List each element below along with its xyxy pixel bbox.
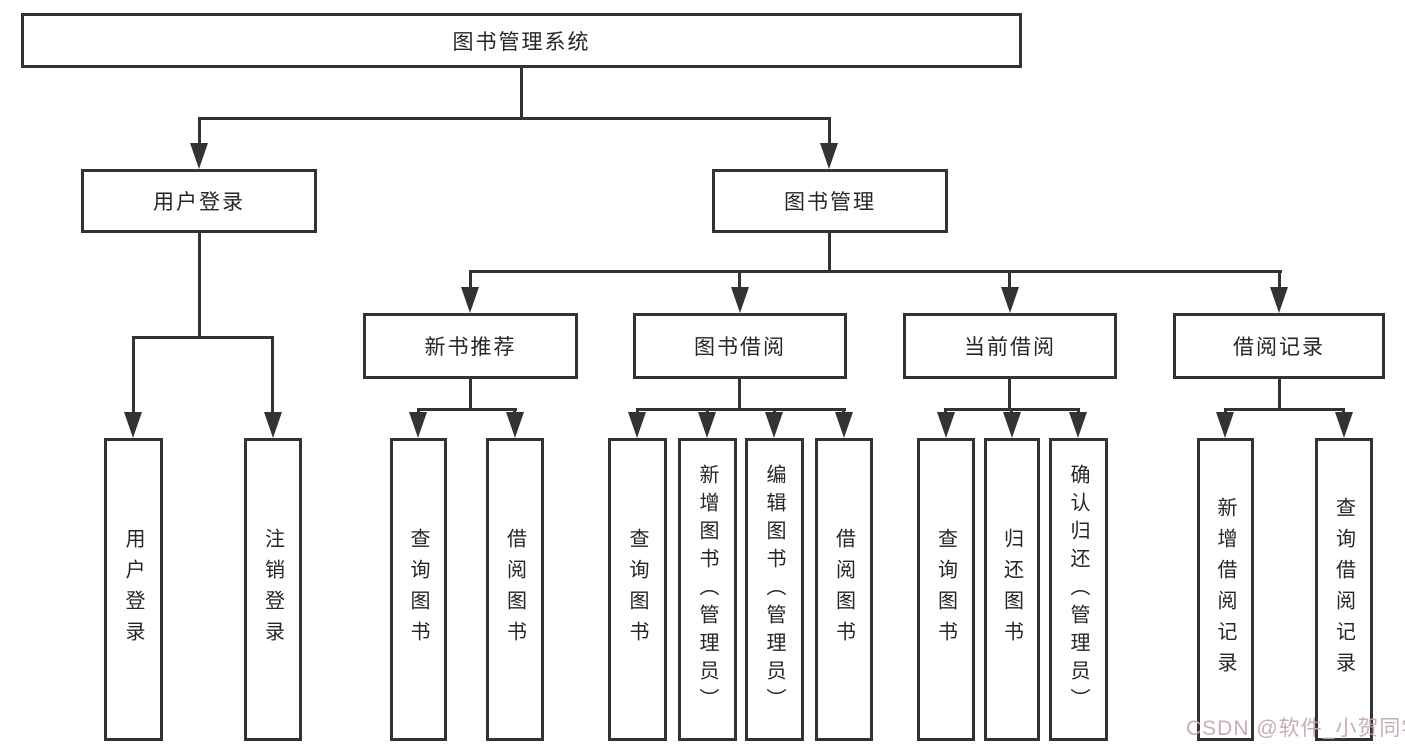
connector-to-borrow-record — [1278, 270, 1281, 289]
connector-user-login-stem — [198, 233, 201, 336]
leaf-return-books-label: 归还图书 — [1000, 527, 1023, 652]
leaf-add-books-admin: 新增图书（管理员） — [678, 438, 737, 741]
leaf-user-login: 用户登录 — [104, 438, 163, 741]
connector-to-new-book-recommend — [469, 270, 472, 289]
leaf-query-books-current-label: 查询图书 — [934, 527, 957, 652]
arrow-down-icon — [698, 412, 716, 438]
arrow-down-icon — [1335, 412, 1353, 438]
leaf-borrow-books-label: 借阅图书 — [832, 527, 855, 652]
arrow-down-icon — [731, 287, 749, 313]
leaf-query-books-recommend-label: 查询图书 — [407, 527, 429, 652]
leaf-add-books-admin-label: 新增图书（管理员） — [696, 463, 718, 716]
node-current-borrow-label: 当前借阅 — [964, 336, 1056, 359]
connector-to-book-management — [828, 117, 831, 145]
arrow-down-icon — [1270, 287, 1288, 313]
node-user-login: 用户登录 — [81, 169, 317, 233]
node-book-management-label: 图书管理 — [784, 191, 876, 214]
connector-current-borrow-stem — [1008, 379, 1011, 408]
leaf-edit-books-admin: 编辑图书（管理员） — [745, 438, 804, 741]
arrow-down-icon — [765, 412, 783, 438]
root-node: 图书管理系统 — [21, 13, 1022, 68]
leaf-query-books-borrow: 查询图书 — [608, 438, 667, 741]
arrow-down-icon — [1003, 412, 1021, 438]
connector-to-user-login — [198, 117, 201, 145]
csdn-watermark: CSDN @软件_小贺同学 — [1186, 717, 1405, 740]
connector-to-book-borrow — [738, 270, 741, 289]
connector-book-borrow-branch — [636, 408, 846, 411]
node-new-book-recommend-label: 新书推荐 — [424, 336, 517, 359]
arrow-down-icon — [628, 412, 646, 438]
connector-to-leaf-login — [132, 336, 135, 414]
arrow-down-icon — [124, 412, 142, 438]
arrow-down-icon — [506, 412, 524, 438]
leaf-add-borrow-record: 新增借阅记录 — [1197, 438, 1254, 741]
arrow-down-icon — [1001, 287, 1019, 313]
leaf-add-borrow-record-label: 新增借阅记录 — [1214, 496, 1236, 683]
leaf-user-login-label: 用户登录 — [122, 527, 144, 652]
arrow-down-icon — [937, 412, 955, 438]
leaf-query-books-recommend: 查询图书 — [390, 438, 447, 741]
root-node-label: 图书管理系统 — [452, 30, 591, 54]
connector-to-current-borrow — [1008, 270, 1011, 289]
leaf-return-books: 归还图书 — [984, 438, 1040, 741]
arrow-down-icon — [835, 412, 853, 438]
arrow-down-icon — [190, 143, 208, 169]
node-current-borrow: 当前借阅 — [903, 313, 1117, 379]
arrow-down-icon — [1069, 412, 1087, 438]
node-borrow-record-label: 借阅记录 — [1233, 336, 1325, 359]
connector-book-management-stem — [828, 233, 831, 270]
arrow-down-icon — [820, 143, 838, 169]
connector-user-login-branch — [132, 336, 274, 339]
node-user-login-label: 用户登录 — [153, 191, 245, 214]
connector-root-stem — [520, 68, 523, 117]
arrow-down-icon — [1216, 412, 1234, 438]
arrow-down-icon — [461, 287, 479, 313]
connector-to-leaf-logout — [271, 336, 274, 414]
leaf-query-books-current: 查询图书 — [917, 438, 975, 741]
node-new-book-recommend: 新书推荐 — [363, 313, 578, 379]
connector-borrow-record-branch — [1224, 408, 1345, 411]
leaf-query-borrow-record: 查询借阅记录 — [1315, 438, 1373, 741]
connector-new-book-branch — [417, 408, 517, 411]
leaf-logout-label: 注销登录 — [261, 527, 284, 652]
leaf-logout: 注销登录 — [244, 438, 302, 741]
leaf-borrow-books: 借阅图书 — [815, 438, 873, 741]
leaf-confirm-return-admin: 确认归还（管理员） — [1049, 438, 1108, 741]
node-book-management: 图书管理 — [712, 169, 948, 233]
node-book-borrow-label: 图书借阅 — [694, 336, 786, 359]
connector-new-book-stem — [469, 379, 472, 408]
leaf-confirm-return-admin-label: 确认归还（管理员） — [1067, 463, 1089, 716]
node-borrow-record: 借阅记录 — [1173, 313, 1385, 379]
arrow-down-icon — [409, 412, 427, 438]
arrow-down-icon — [264, 412, 282, 438]
node-book-borrow: 图书借阅 — [633, 313, 847, 379]
connector-book-borrow-stem — [738, 379, 741, 408]
leaf-query-borrow-record-label: 查询借阅记录 — [1332, 496, 1355, 683]
leaf-query-books-borrow-label: 查询图书 — [626, 527, 648, 652]
connector-borrow-record-stem — [1278, 379, 1281, 408]
leaf-edit-books-admin-label: 编辑图书（管理员） — [763, 463, 785, 716]
connector-root-branch — [198, 117, 831, 120]
leaf-borrow-books-recommend-label: 借阅图书 — [503, 527, 526, 652]
leaf-borrow-books-recommend: 借阅图书 — [486, 438, 544, 741]
connector-book-management-branch — [469, 270, 1282, 273]
